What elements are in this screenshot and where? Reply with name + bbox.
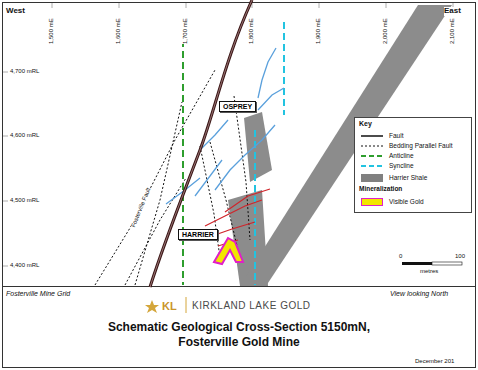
section-frame [3,3,476,287]
legend-line-sample [360,132,384,140]
easting-label: 1,600 mE [115,18,122,44]
deposit-label-box: HARRIER [178,229,218,240]
date-label: December 201 [415,358,454,365]
direction-label: West [6,7,25,16]
easting-label: 1,900 mE [315,18,322,44]
legend-text: Anticline [389,152,414,159]
legend-subheading: Mineralization [359,185,402,192]
syncline-axis [283,22,285,115]
elevation-label: 4,600 mRL [10,132,39,139]
easting-label: 2,000 mE [382,18,389,44]
fosterville-fault [150,0,252,287]
legend-text: Harrier Shale [389,174,427,181]
legend-swatch [361,174,383,182]
legend-line-sample [360,162,384,170]
elevation-label: 4,700 mRL [10,68,39,75]
grid-note: Fosterville Mine Grid [6,290,70,298]
easting-label: 1,800 mE [248,18,255,44]
legend-heading: Key [359,120,372,128]
easting-label: 1,500 mE [48,18,55,44]
scale-number: 100 [455,253,465,260]
direction-label: East [444,7,461,16]
elevation-label: 4,400 mRL [10,262,39,269]
easting-label: 1,700 mE [182,18,189,44]
scale-number: 0 [399,253,402,260]
harrier-shale [228,5,452,286]
company-logo-mark [145,297,186,313]
legend-line [361,146,383,147]
legend-text: Syncline [389,162,414,169]
title-frame [3,287,476,368]
legend-text: Fault [389,132,403,139]
anticline-axis [182,40,184,285]
legend-line [361,155,383,157]
scale-unit: metres [420,268,438,275]
legend-swatch [361,198,383,206]
legend-text: Visible Gold [389,198,424,205]
legend-line-sample [360,142,384,150]
syncline-axis [254,130,256,285]
deposit-name: OSPREY [223,103,252,110]
logo-text: KL [162,300,177,312]
visible-gold-zone [214,238,243,264]
easting-label: 2,100 mE [449,18,456,44]
deposit-label-box: OSPREY [219,101,256,112]
deposit-name: HARRIER [182,231,214,238]
legend-box: FaultBedding Parallel FaultAnticlineSync… [354,117,472,213]
scale-bar [402,262,462,265]
legend-line-sample [360,152,384,160]
fault-highlight [150,0,252,287]
diagram-title: Schematic Geological Cross-Section 5150m… [89,320,389,350]
legend-line [361,135,383,137]
company-name: KIRKLAND LAKE GOLD [192,300,310,311]
legend-line [361,165,383,167]
elevation-label: 4,500 mRL [10,197,39,204]
fault-name: Fosterville Fault [130,187,152,229]
legend-text: Bedding Parallel Fault [389,142,453,149]
view-note: View looking North [390,290,448,298]
